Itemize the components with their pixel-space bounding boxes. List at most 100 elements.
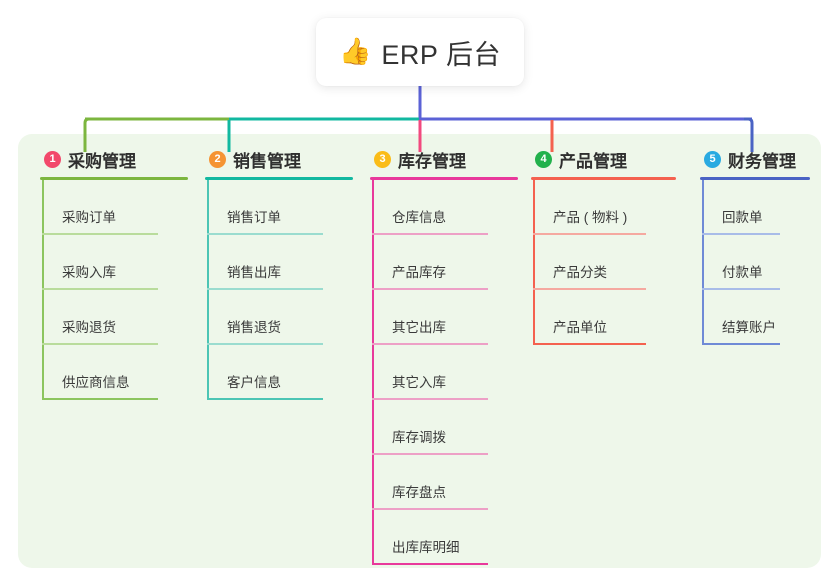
item-label: 出库库明细 bbox=[392, 540, 460, 555]
branch-header-4[interactable]: 4 产品管理 bbox=[531, 146, 676, 172]
branch-item[interactable]: 产品库存 bbox=[370, 235, 518, 290]
item-underline bbox=[372, 288, 488, 290]
branch-item[interactable]: 出库库明细 bbox=[370, 510, 518, 565]
branch-title: 财务管理 bbox=[728, 151, 796, 171]
item-spine-line bbox=[702, 290, 704, 345]
item-label: 产品单位 bbox=[553, 320, 607, 335]
item-label: 付款单 bbox=[722, 265, 763, 280]
branch-title: 库存管理 bbox=[398, 151, 466, 171]
branch-item[interactable]: 仓库信息 bbox=[370, 180, 518, 235]
branch-item[interactable]: 产品单位 bbox=[531, 290, 676, 345]
item-underline bbox=[533, 343, 646, 345]
item-spine-line bbox=[533, 290, 535, 345]
branch-item[interactable]: 库存盘点 bbox=[370, 455, 518, 510]
branch-column-1: 1 采购管理采购订单采购入库采购退货供应商信息 bbox=[40, 146, 188, 400]
branch-item-list: 仓库信息产品库存其它出库其它入库库存调拨库存盘点出库库明细 bbox=[370, 180, 518, 565]
branch-item[interactable]: 其它入库 bbox=[370, 345, 518, 400]
item-label: 销售退货 bbox=[227, 320, 281, 335]
item-spine-line bbox=[372, 400, 374, 455]
item-label: 库存盘点 bbox=[392, 485, 446, 500]
branch-item[interactable]: 库存调拨 bbox=[370, 400, 518, 455]
item-underline bbox=[372, 233, 488, 235]
item-spine-line bbox=[372, 510, 374, 565]
branch-badge-icon: 5 bbox=[704, 150, 721, 168]
branch-title: 采购管理 bbox=[68, 151, 136, 171]
item-underline bbox=[42, 233, 158, 235]
item-label: 销售出库 bbox=[227, 265, 281, 280]
item-spine-line bbox=[372, 345, 374, 400]
branch-rule bbox=[40, 177, 188, 180]
branch-item[interactable]: 结算账户 bbox=[700, 290, 810, 345]
item-spine-line bbox=[702, 235, 704, 290]
item-label: 仓库信息 bbox=[392, 210, 446, 225]
item-label: 销售订单 bbox=[227, 210, 281, 225]
item-spine-line bbox=[702, 180, 704, 235]
branch-item-list: 回款单付款单结算账户 bbox=[700, 180, 810, 345]
thumbs-up-icon: 👍 bbox=[339, 37, 372, 67]
item-spine-line bbox=[42, 180, 44, 235]
item-underline bbox=[372, 398, 488, 400]
branch-item-list: 产品 ( 物料 ) 产品分类产品单位 bbox=[531, 180, 676, 345]
branch-item[interactable]: 客户信息 bbox=[205, 345, 353, 400]
branch-badge-icon: 4 bbox=[535, 150, 552, 168]
item-underline bbox=[702, 233, 780, 235]
branch-item[interactable]: 采购退货 bbox=[40, 290, 188, 345]
branch-item[interactable]: 采购入库 bbox=[40, 235, 188, 290]
branch-item[interactable]: 回款单 bbox=[700, 180, 810, 235]
branch-item-list: 采购订单采购入库采购退货供应商信息 bbox=[40, 180, 188, 400]
item-underline bbox=[533, 233, 646, 235]
item-spine-line bbox=[372, 180, 374, 235]
branch-rule bbox=[700, 177, 810, 180]
item-label: 库存调拨 bbox=[392, 430, 446, 445]
item-label: 采购退货 bbox=[62, 320, 116, 335]
branch-item[interactable]: 其它出库 bbox=[370, 290, 518, 345]
branch-header-1[interactable]: 1 采购管理 bbox=[40, 146, 188, 172]
branch-item[interactable]: 采购订单 bbox=[40, 180, 188, 235]
item-underline bbox=[533, 288, 646, 290]
item-spine-line bbox=[207, 345, 209, 400]
item-spine-line bbox=[42, 235, 44, 290]
item-label: 产品库存 bbox=[392, 265, 446, 280]
item-underline bbox=[372, 508, 488, 510]
item-label: 采购入库 bbox=[62, 265, 116, 280]
diagram-background-panel bbox=[18, 134, 821, 568]
branch-item-list: 销售订单销售出库销售退货客户信息 bbox=[205, 180, 353, 400]
branch-item[interactable]: 产品 ( 物料 ) bbox=[531, 180, 676, 235]
item-underline bbox=[207, 398, 323, 400]
item-label: 其它出库 bbox=[392, 320, 446, 335]
branch-title: 销售管理 bbox=[233, 151, 301, 171]
item-underline bbox=[372, 453, 488, 455]
item-underline bbox=[207, 288, 323, 290]
item-underline bbox=[372, 563, 488, 565]
item-underline bbox=[42, 398, 158, 400]
branch-column-3: 3 库存管理仓库信息产品库存其它出库其它入库库存调拨库存盘点出库库明细 bbox=[370, 146, 518, 565]
item-label: 回款单 bbox=[722, 210, 763, 225]
branch-header-5[interactable]: 5 财务管理 bbox=[700, 146, 810, 172]
branch-rule bbox=[205, 177, 353, 180]
branch-item[interactable]: 产品分类 bbox=[531, 235, 676, 290]
item-label: 客户信息 bbox=[227, 375, 281, 390]
root-title-card[interactable]: 👍 ERP 后台 bbox=[316, 18, 524, 86]
item-spine-line bbox=[533, 235, 535, 290]
branch-header-3[interactable]: 3 库存管理 bbox=[370, 146, 518, 172]
item-spine-line bbox=[372, 235, 374, 290]
item-spine-line bbox=[372, 290, 374, 345]
branch-badge-icon: 1 bbox=[44, 150, 61, 168]
branch-item[interactable]: 销售出库 bbox=[205, 235, 353, 290]
branch-rule bbox=[370, 177, 518, 180]
item-spine-line bbox=[533, 180, 535, 235]
branch-item[interactable]: 销售退货 bbox=[205, 290, 353, 345]
branch-item[interactable]: 付款单 bbox=[700, 235, 810, 290]
branch-badge-icon: 3 bbox=[374, 150, 391, 168]
branch-item[interactable]: 供应商信息 bbox=[40, 345, 188, 400]
item-underline bbox=[42, 288, 158, 290]
item-label: 产品 ( 物料 ) bbox=[553, 210, 628, 225]
branch-rule bbox=[531, 177, 676, 180]
branch-title: 产品管理 bbox=[559, 151, 627, 171]
item-label: 产品分类 bbox=[553, 265, 607, 280]
branch-item[interactable]: 销售订单 bbox=[205, 180, 353, 235]
item-spine-line bbox=[207, 180, 209, 235]
